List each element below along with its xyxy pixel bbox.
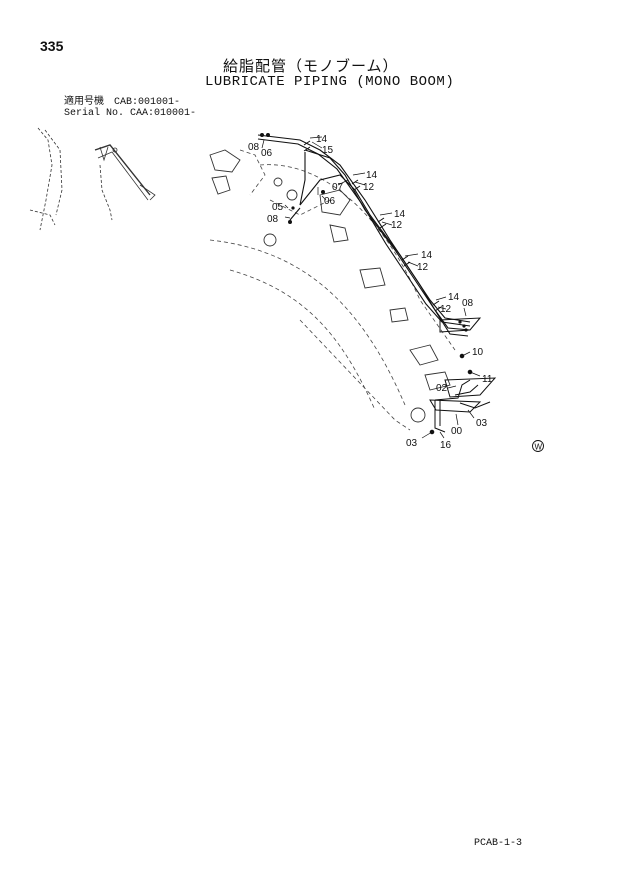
machine-body-fragments: [209, 149, 451, 423]
serial-line-applicable: 適用号機 CAB:001001-: [64, 97, 181, 108]
callout-leaders: [261, 136, 481, 439]
lower-piping-assembly: [429, 353, 491, 435]
callout-14-third: 14: [394, 209, 406, 220]
callout-12-fourth: 12: [440, 304, 452, 315]
callout-14-top: 14: [316, 134, 328, 145]
callout-03-right: 03: [476, 418, 488, 429]
callout-16: 16: [440, 440, 452, 451]
callout-15: 15: [322, 145, 334, 156]
callout-12-first: 12: [363, 182, 375, 193]
excavator-overview-sketch: [29, 127, 156, 231]
callout-11: 11: [482, 374, 493, 385]
callout-10: 10: [472, 347, 484, 358]
grease-fittings: [260, 133, 468, 332]
footer-code: PCAB-1-3: [474, 838, 523, 849]
callout-14-second: 14: [366, 170, 378, 181]
callout-06-top: 06: [261, 148, 273, 159]
title-english: LUBRICATE PIPING (MONO BOOM): [205, 74, 455, 90]
callout-06-mid: 06: [324, 196, 336, 207]
callout-00: 00: [451, 426, 463, 437]
serial-info: 適用号機 CAB:001001- Serial No. CAA:010001-: [64, 97, 196, 119]
callout-14-fourth: 14: [421, 250, 433, 261]
callout-14-fifth: 14: [448, 292, 460, 303]
callout-03-left: 03: [406, 438, 418, 449]
callout-08-top: 08: [248, 142, 260, 153]
serial-line-number: Serial No. CAA:010001-: [64, 108, 197, 119]
callout-02: 02: [436, 383, 448, 394]
boom-outline: [209, 149, 456, 431]
callout-12-second: 12: [391, 220, 403, 231]
callout-08-mid: 08: [267, 214, 279, 225]
callout-08-right: 08: [462, 298, 474, 309]
callout-05: 05: [272, 202, 284, 213]
callout-12-third: 12: [417, 262, 429, 273]
page-number: 335: [40, 38, 64, 54]
lubrication-hoses: [257, 134, 471, 337]
callout-07: 07: [332, 182, 344, 193]
part-callouts: 08 06 14 15 07 14 12 06 05 08 14 12 14 1…: [248, 134, 493, 451]
title-japanese: 給脂配管（モノブーム）: [223, 57, 399, 75]
circled-w-letter: W: [535, 443, 543, 452]
circled-w-mark: W: [532, 440, 544, 452]
